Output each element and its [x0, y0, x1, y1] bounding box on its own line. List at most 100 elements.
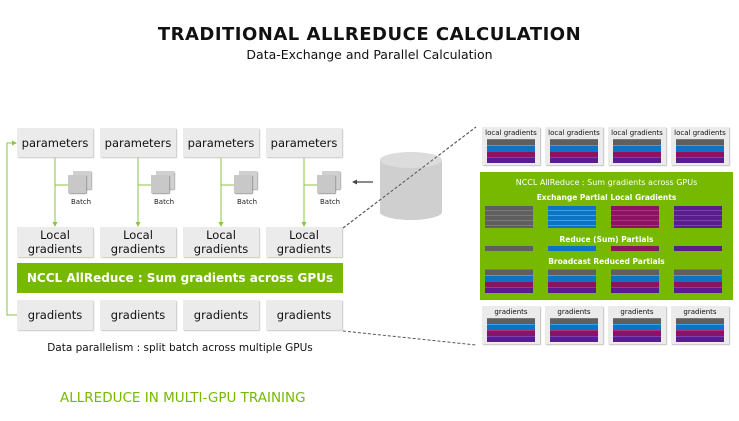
gradient-stack [676, 318, 724, 342]
local-gradients-card: local gradients [608, 127, 666, 165]
partition-stripe [676, 157, 724, 163]
partition-stripe [550, 151, 598, 157]
panel-title: NCCL AllReduce : Sum gradients across GP… [515, 178, 698, 187]
gradient-stack [613, 139, 661, 163]
batch-label: Batch [154, 198, 175, 206]
local-gradients-card: local gradients [545, 127, 603, 165]
gradients-card: gradients [545, 306, 603, 344]
local-gradients-box: Local gradients [183, 227, 259, 257]
partition-stripe [611, 275, 659, 281]
partition-stripe [550, 145, 598, 151]
partition-stripe [548, 287, 596, 293]
partition-stripe [550, 336, 598, 342]
gradient-stack [487, 139, 535, 163]
partition-stripe [613, 318, 661, 324]
reduced-partial-block [611, 246, 659, 251]
partition-stripe [550, 318, 598, 324]
gradients-card: gradients [671, 306, 729, 344]
gradients-card-label: gradients [683, 308, 717, 316]
gradients-card-label: gradients [494, 308, 528, 316]
broadcast-block [674, 269, 722, 293]
diagram-title: TRADITIONAL ALLREDUCE CALCULATION [157, 24, 582, 45]
batch-label: Batch [320, 198, 341, 206]
partition-stripe [611, 287, 659, 293]
partition-stripe [676, 145, 724, 151]
partition-stripe [550, 157, 598, 163]
partition-stripe [676, 151, 724, 157]
partition-stripe [485, 287, 533, 293]
broadcast-block [611, 269, 659, 293]
partition-stripe [674, 287, 722, 293]
gradients-box: gradients [266, 300, 342, 330]
partition-stripe [676, 324, 724, 330]
local-gradients-line1: Local [289, 228, 319, 242]
partition-stripe [611, 269, 659, 275]
partition-stripe [485, 269, 533, 275]
reduced-partial-block [674, 246, 722, 251]
gradient-stack [487, 318, 535, 342]
partition-stripe [550, 330, 598, 336]
gradient-stack [550, 318, 598, 342]
local-gradients-line2: gradients [27, 242, 83, 256]
partition-stripe [676, 330, 724, 336]
allreduce-detail-panel: NCCL AllReduce : Sum gradients across GP… [480, 172, 733, 300]
gradients-box: gradients [17, 300, 93, 330]
partition-stripe [548, 269, 596, 275]
parameters-box: parameters [17, 128, 93, 157]
batch-label: Batch [237, 198, 258, 206]
step-reduce-label: Reduce (Sum) Partials [559, 235, 654, 244]
gradients-card-label: gradients [620, 308, 654, 316]
parameters-box: parameters [266, 128, 342, 157]
partition-stripe [487, 318, 535, 324]
gradients-box: gradients [100, 300, 176, 330]
local-gradients-card-label: local gradients [611, 129, 663, 137]
local-gradients-line1: Local [40, 228, 70, 242]
partition-stripe [487, 330, 535, 336]
partition-stripe [485, 281, 533, 287]
partition-stripe [676, 318, 724, 324]
step-exchange-label: Exchange Partial Local Gradients [536, 193, 677, 202]
partition-stripe [487, 336, 535, 342]
batch-icon [317, 171, 341, 193]
partition-stripe [487, 151, 535, 157]
partition-stripe [548, 275, 596, 281]
partition-stripe [550, 139, 598, 145]
partition-stripe [676, 336, 724, 342]
partition-stripe [613, 330, 661, 336]
partition-stripe [674, 269, 722, 275]
reduced-partial-block [485, 246, 533, 251]
diagram-subtitle: Data-Exchange and Parallel Calculation [246, 47, 493, 62]
gradients-card-label: gradients [557, 308, 591, 316]
exchange-partial-block [485, 206, 533, 228]
batch-icon [151, 171, 175, 193]
partition-stripe [613, 157, 661, 163]
partition-stripe [613, 139, 661, 145]
partition-stripe [676, 139, 724, 145]
local-gradients-box: Local gradients [266, 227, 342, 257]
partition-stripe [613, 145, 661, 151]
gradient-stack [550, 139, 598, 163]
local-gradients-line1: Local [206, 228, 236, 242]
exchange-partial-block [548, 206, 596, 228]
data-parallelism-caption: Data parallelism : split batch across mu… [47, 342, 313, 354]
partition-stripe [674, 281, 722, 287]
parameters-box: parameters [100, 128, 176, 157]
partition-stripe [485, 275, 533, 281]
partition-stripe [487, 157, 535, 163]
gradients-box: gradients [183, 300, 259, 330]
local-gradients-line2: gradients [276, 242, 332, 256]
partition-stripe [674, 275, 722, 281]
local-gradients-line1: Local [123, 228, 153, 242]
batch-label: Batch [71, 198, 92, 206]
exchange-partial-block [611, 206, 659, 228]
step-broadcast-label: Broadcast Reduced Partials [548, 257, 665, 266]
broadcast-block [485, 269, 533, 293]
local-gradients-card-label: local gradients [674, 129, 726, 137]
footer-label: ALLREDUCE IN MULTI-GPU TRAINING [60, 390, 306, 406]
local-gradients-card: local gradients [482, 127, 540, 165]
database-icon [380, 152, 442, 220]
partition-stripe [487, 145, 535, 151]
nccl-allreduce-bar: NCCL AllReduce : Sum gradients across GP… [17, 263, 343, 293]
feedback-loop-line [6, 142, 17, 316]
